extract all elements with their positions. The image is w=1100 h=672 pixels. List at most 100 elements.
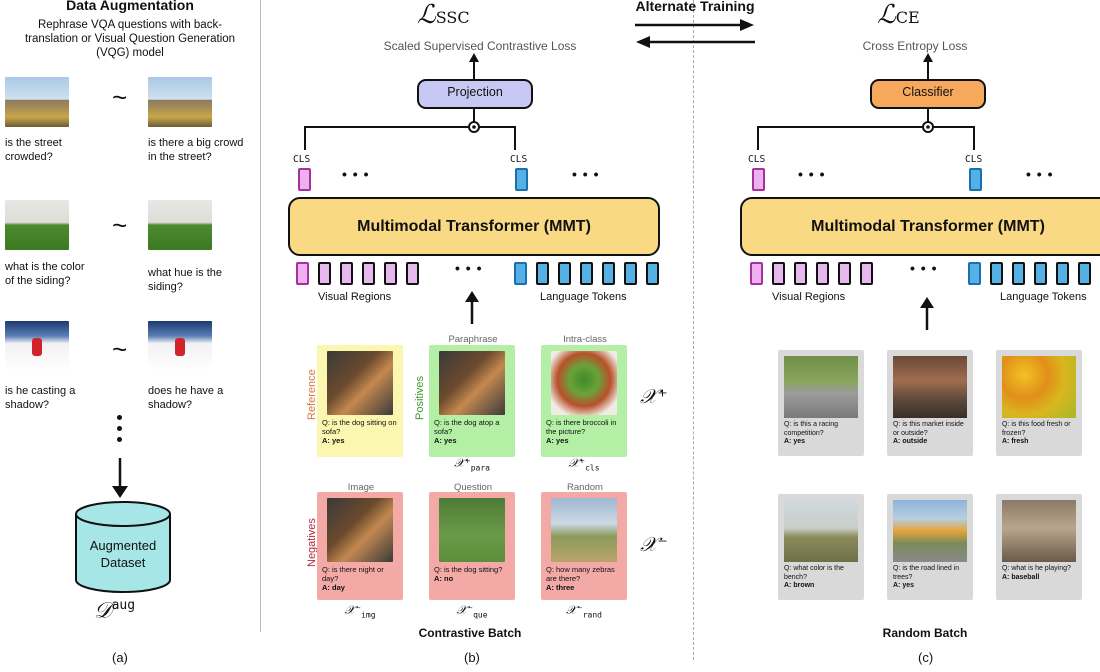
dog-lawn-image-left xyxy=(5,200,69,250)
card-answer: A: day xyxy=(322,583,345,592)
pair-3-right-question: does he have a shadow? xyxy=(148,385,224,411)
street-image-left xyxy=(5,77,69,127)
card-question: Q: is the dog sitting? xyxy=(434,565,503,574)
panel-a-subtitle: Rephrase VQA questions with back-transla… xyxy=(24,19,236,59)
card-question: Q: is the road lined in trees? xyxy=(893,565,960,581)
tilde-3: ~ xyxy=(112,334,128,364)
ellipsis-b-1: • • • xyxy=(342,166,370,182)
language-tokens-label-c: Language Tokens xyxy=(1000,291,1087,303)
card-answer: A: no xyxy=(434,574,454,583)
contrastive-batch-label: Contrastive Batch xyxy=(418,626,522,640)
ellipsis-c-1: • • • xyxy=(798,166,826,182)
augmented-dataset-label: Augmented Dataset xyxy=(89,538,157,570)
cls-label-visual-c: CLS xyxy=(748,154,766,165)
language-token xyxy=(558,262,571,285)
random-card-bench: Q: what color is the bench?A: brown xyxy=(778,494,864,600)
random-card-road: Q: is the road lined in trees?A: yes xyxy=(887,494,973,600)
dog-jumping-image xyxy=(439,498,505,562)
visual-token xyxy=(750,262,763,285)
panel-b-label: (b) xyxy=(464,650,480,665)
visual-token xyxy=(318,262,331,285)
loss-ssc-name: Scaled Supervised Contrastive Loss xyxy=(383,39,577,53)
negative-question-card: Q: is the dog sitting?A: no xyxy=(429,492,515,600)
ellipsis-b-2: • • • xyxy=(572,166,600,182)
visual-token xyxy=(340,262,353,285)
card-answer: A: brown xyxy=(784,582,815,589)
card-answer: A: baseball xyxy=(1002,573,1040,581)
visual-token xyxy=(362,262,375,285)
card-answer: A: fresh xyxy=(1002,438,1029,445)
d-aug-main: 𝒟 xyxy=(94,598,112,624)
vertical-ellipsis xyxy=(117,413,125,442)
tree-road-image xyxy=(893,500,967,562)
zebras-image xyxy=(551,498,617,562)
card-qa: Q: how many zebras are there?A: three xyxy=(546,565,626,592)
loss-ssc-main: ℒ xyxy=(417,0,436,30)
cls-token-visual-c xyxy=(752,168,765,191)
projection-head: Projection xyxy=(417,79,533,109)
language-token xyxy=(1056,262,1069,285)
visual-regions-label-b: Visual Regions xyxy=(318,291,392,303)
ellipsis-c-3: • • • xyxy=(910,260,938,276)
down-arrow-a xyxy=(112,458,128,498)
card-answer: A: three xyxy=(546,583,575,592)
sym-cls-main: 𝒳⁺ xyxy=(568,456,586,470)
d-aug-sup: aug xyxy=(111,598,136,613)
card-question: Q: what color is the bench? xyxy=(784,565,844,581)
pair-2-right-question: what hue is the siding? xyxy=(148,267,222,293)
loss-ce-symbol: ℒCE xyxy=(877,0,920,30)
random-card-racing: Q: is this a racing competition?A: yes xyxy=(778,350,864,456)
reference-card: Q: is the dog sitting on sofa?A: yes xyxy=(317,345,403,457)
language-tokens-label-b: Language Tokens xyxy=(540,291,627,303)
up-arrow-b xyxy=(465,291,479,324)
sym-cls-sub: cls xyxy=(585,463,600,473)
sym-cls: 𝒳⁺cls xyxy=(554,456,614,472)
pair-3-left-question: is he casting a shadow? xyxy=(5,385,76,411)
tilde-1: ~ xyxy=(112,82,128,112)
visual-token xyxy=(772,262,785,285)
card-qa: Q: is the dog sitting on sofa?A: yes xyxy=(322,418,402,445)
pair-2-left-question: what is the color of the siding? xyxy=(5,261,85,287)
card-qa: Q: is the road lined in trees?A: yes xyxy=(893,565,971,591)
x-plus-symbol: 𝒳⁺ xyxy=(640,384,668,408)
negative-random-card: Q: how many zebras are there?A: three xyxy=(541,492,627,600)
negative-image-card: Q: is there night or day?A: day xyxy=(317,492,403,600)
sym-que: 𝒳⁻que xyxy=(442,603,502,619)
cls-token-visual xyxy=(298,168,311,191)
sym-para: 𝒳⁺para xyxy=(442,456,502,472)
card-question: Q: is this food fresh or frozen? xyxy=(1002,421,1071,437)
alternate-training-label: Alternate Training xyxy=(635,0,755,14)
baseball-player-image xyxy=(1002,500,1076,562)
card-qa: Q: what is he playing?A: baseball xyxy=(1002,565,1080,582)
card-qa: Q: is this a racing competition?A: yes xyxy=(784,421,862,447)
language-token xyxy=(624,262,637,285)
x-minus-symbol: 𝒳⁻ xyxy=(640,532,668,556)
card-answer: A: yes xyxy=(546,436,569,445)
intraclass-card: Q: is there broccoli in the picture?A: y… xyxy=(541,345,627,457)
card-question: Q: how many zebras are there? xyxy=(546,565,615,583)
random-card-food: Q: is this food fresh or frozen?A: fresh xyxy=(996,350,1082,456)
sym-para-sub: para xyxy=(470,463,490,473)
side-label-positives: Positives xyxy=(414,375,426,420)
skier-figure xyxy=(32,338,42,356)
visual-token xyxy=(794,262,807,285)
loss-ce-sub: CE xyxy=(895,8,920,27)
card-question: Q: is there broccoli in the picture? xyxy=(546,418,617,436)
card-qa: Q: is this market inside or outside?A: o… xyxy=(893,421,971,447)
sym-img: 𝒳⁻img xyxy=(330,603,390,619)
visual-token xyxy=(816,262,829,285)
divider-dashed xyxy=(693,0,694,660)
random-card-market: Q: is this market inside or outside?A: o… xyxy=(887,350,973,456)
dog-sofa-image xyxy=(327,351,393,415)
language-token xyxy=(536,262,549,285)
sym-img-main: 𝒳⁻ xyxy=(344,603,362,617)
broccoli-bowl-image xyxy=(551,351,617,415)
sym-img-sub: img xyxy=(361,610,376,620)
visual-token xyxy=(406,262,419,285)
language-token xyxy=(968,262,981,285)
card-qa: Q: is there broccoli in the picture?A: y… xyxy=(546,418,626,445)
loss-ce-main: ℒ xyxy=(877,0,896,30)
visual-token xyxy=(296,262,309,285)
panel-c-connectors xyxy=(757,53,975,150)
visual-token xyxy=(838,262,851,285)
